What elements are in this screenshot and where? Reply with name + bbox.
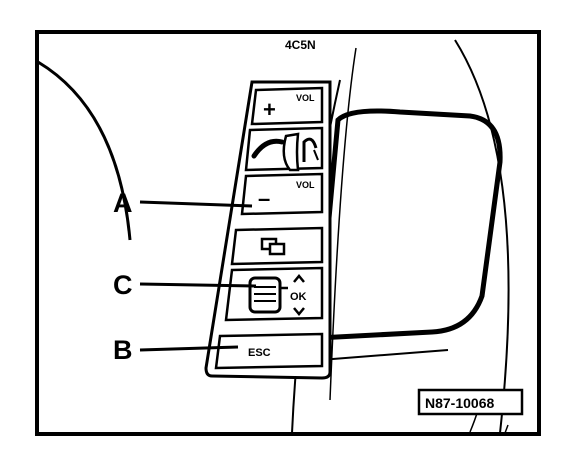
- reference-box: [417, 388, 524, 416]
- arrow-up-icon[interactable]: [293, 274, 305, 283]
- header-code: 4C5N: [285, 38, 316, 52]
- wheel-inner-opening: [315, 108, 503, 341]
- wheel-lower-edge: [319, 349, 449, 361]
- callout-a-leader: [139, 200, 253, 208]
- vol-down-button[interactable]: [240, 172, 324, 216]
- vol-up-button[interactable]: [250, 86, 324, 126]
- callout-a: A: [113, 188, 133, 218]
- voice-command-icon: [302, 137, 319, 162]
- callout-b-leader: [139, 345, 239, 352]
- mode-switch-icon: [260, 237, 286, 256]
- esc-label: ESC: [248, 347, 271, 359]
- vol-up-sign: +: [263, 97, 276, 122]
- callout-c: C: [113, 270, 133, 300]
- phone-handset-icon: [251, 138, 285, 159]
- ok-label: OK: [290, 291, 307, 303]
- vol-down-label: VOL: [296, 180, 315, 190]
- arrow-down-icon[interactable]: [293, 307, 305, 316]
- callout-c-leader: [139, 282, 257, 288]
- thumbwheel-icon: [282, 132, 300, 172]
- esc-button[interactable]: [214, 332, 324, 370]
- wheel-tick: [504, 424, 509, 434]
- reference-number: N87-10068: [425, 395, 494, 411]
- vol-down-sign: –: [258, 186, 270, 211]
- wheel-rim-arc: [37, 60, 132, 241]
- callout-b: B: [113, 335, 133, 365]
- figure-frame: [35, 30, 541, 436]
- wheel-housing-edge-inner: [329, 47, 357, 401]
- thumbwheel-icon: [248, 276, 282, 314]
- wheel-rim-right: [454, 39, 510, 434]
- vol-up-label: VOL: [296, 93, 315, 103]
